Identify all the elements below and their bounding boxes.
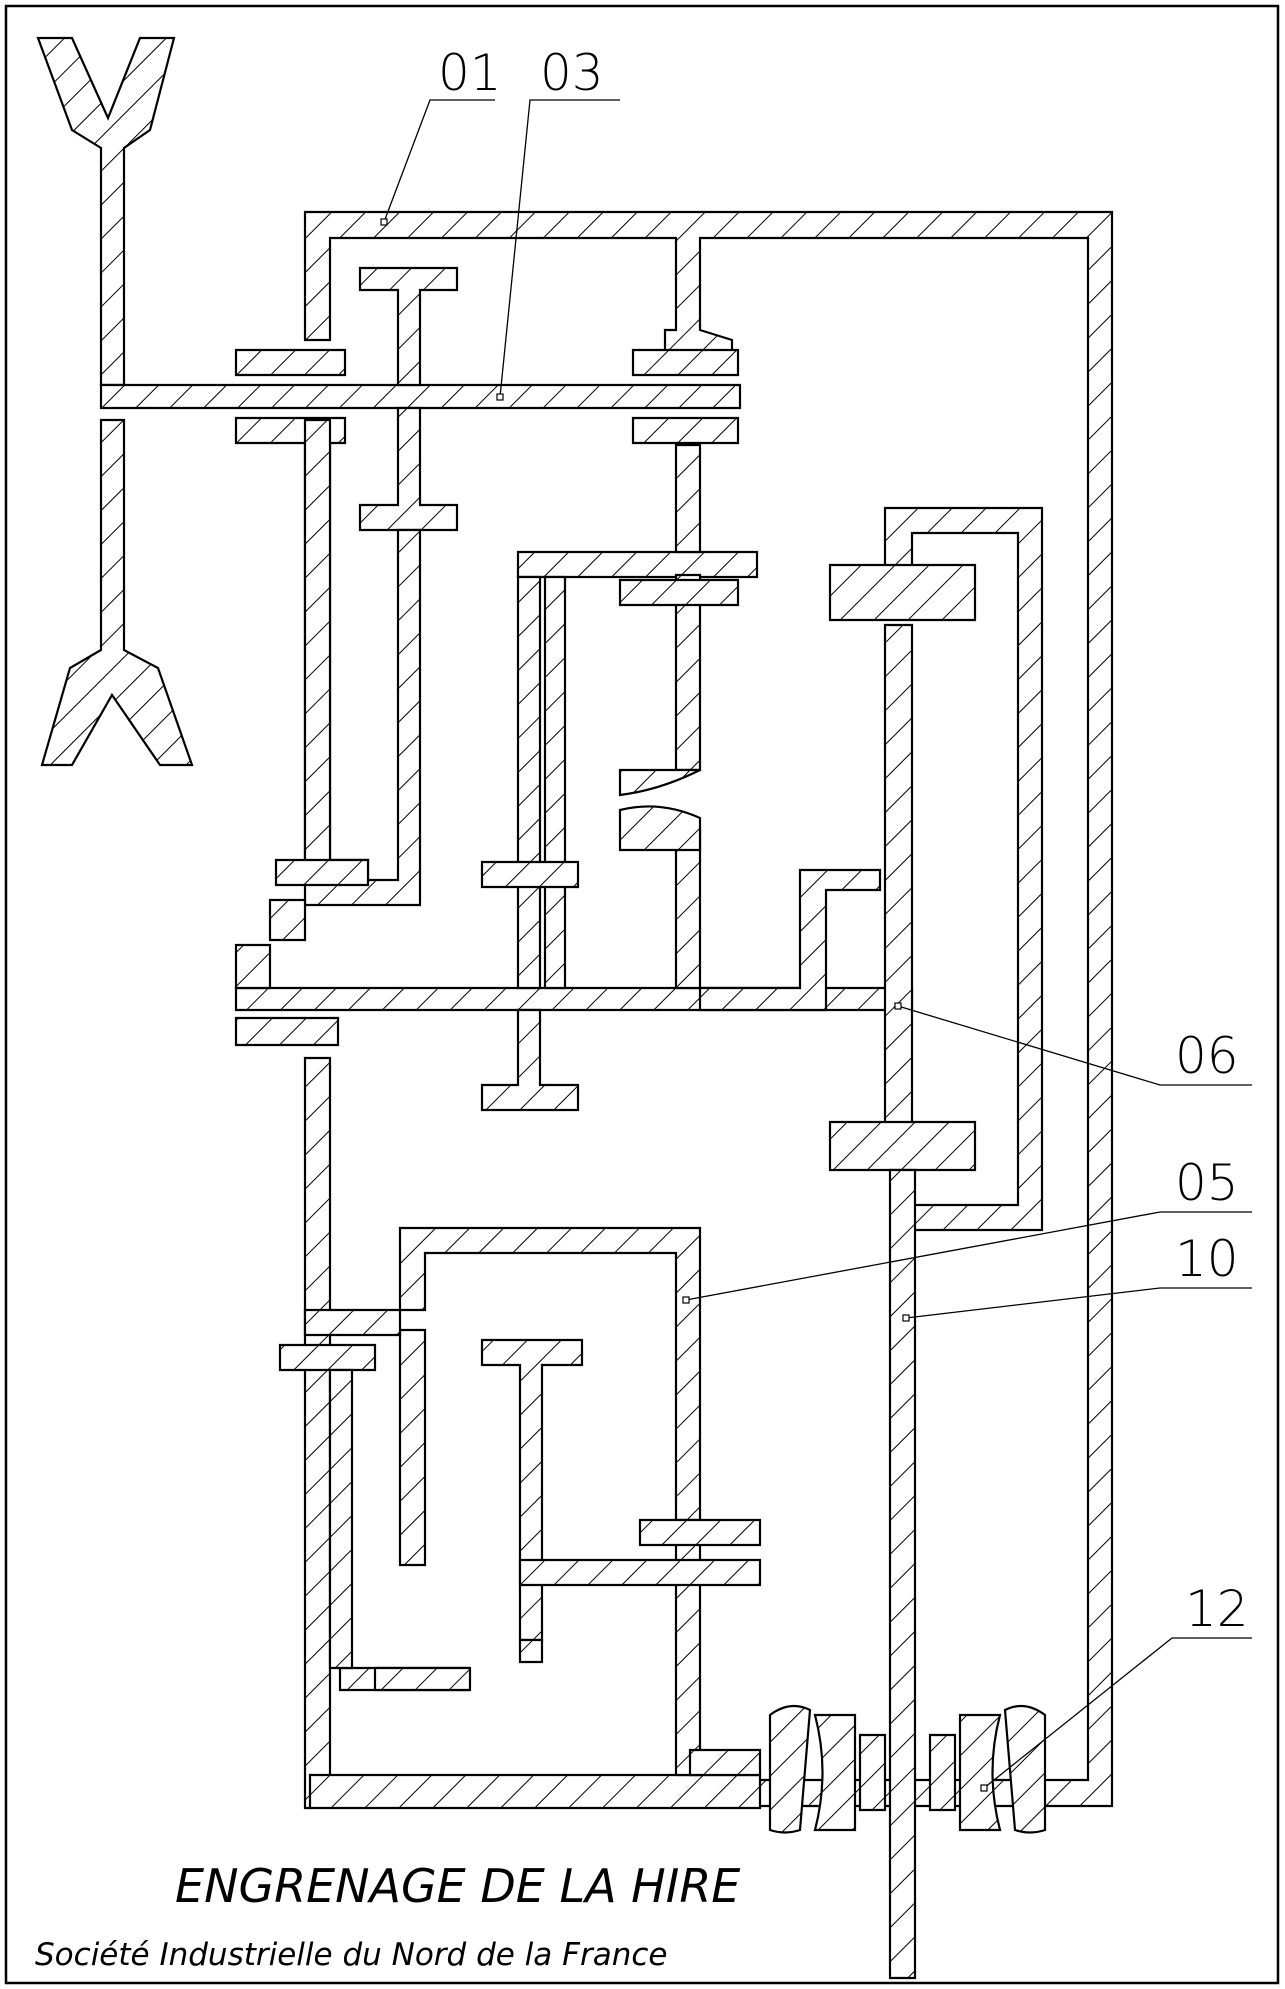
label-10: 10	[1175, 1230, 1239, 1288]
shaft-03	[99, 348, 742, 445]
label-06: 06	[1175, 1027, 1239, 1085]
lower-carrier-05	[278, 1226, 762, 1692]
input-fork	[36, 36, 194, 767]
output-shaft-10	[888, 1168, 917, 1980]
coupling-12	[768, 1704, 1047, 1834]
leader-lines	[380, 99, 1252, 1792]
label-05: 05	[1175, 1154, 1239, 1212]
upper-carrier	[274, 266, 459, 907]
ring-gear-06	[828, 506, 1044, 1232]
label-03: 03	[540, 44, 604, 102]
label-01: 01	[438, 44, 502, 102]
drawing-subtitle: Société Industrielle du Nord de la Franc…	[35, 1937, 667, 1973]
drawing-border	[4, 4, 1280, 1985]
central-shaft	[234, 443, 914, 1112]
label-12: 12	[1185, 1580, 1249, 1638]
housing-01	[303, 210, 1114, 1810]
drawing-title: ENGRENAGE DE LA HIRE	[175, 1859, 740, 1913]
